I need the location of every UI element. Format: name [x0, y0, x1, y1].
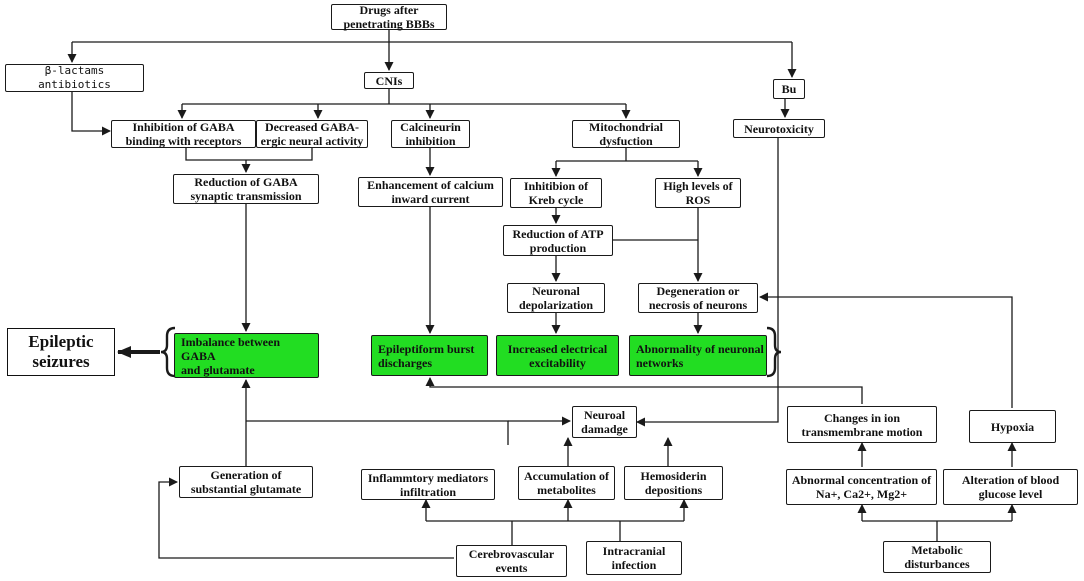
- atp-node: Reduction of ATP production: [503, 225, 613, 256]
- calcium-node: Enhancement of calcium inward current: [358, 177, 503, 207]
- intracranial-node: Intracranial infection: [586, 541, 682, 575]
- neuroal-damage-node: Neuroal damadge: [572, 406, 637, 438]
- metabolic-node: Metabolic disturbances: [883, 541, 991, 573]
- glucose-node: Alteration of blood glucose level: [943, 469, 1078, 505]
- ion-concentration-node: Abnormal concentration of Na+, Ca2+, Mg2…: [786, 469, 937, 505]
- imbalance-node: Imbalance between GABA and glutamate: [174, 333, 319, 378]
- burst-node: Epileptiform burst discharges: [371, 335, 488, 376]
- ros-node: High levels of ROS: [655, 178, 741, 208]
- inflammatory-node: Inflammtory mediators infiltration: [361, 469, 495, 500]
- hemosiderin-node: Hemosiderin depositions: [624, 466, 723, 500]
- gaba-reduction-node: Reduction of GABA synaptic transmission: [173, 174, 319, 204]
- gaba-binding-node: Inhibition of GABA binding with receptor…: [111, 120, 256, 148]
- beta-lactams-node: β-lactams antibiotics: [5, 64, 144, 92]
- kreb-node: Inhitibion of Kreb cycle: [510, 178, 602, 208]
- degeneration-node: Degeneration or necrosis of neurons: [638, 283, 758, 313]
- bu-node: Bu: [773, 79, 805, 99]
- depolarization-node: Neuronal depolarization: [507, 283, 605, 313]
- cerebrovascular-node: Cerebrovascular events: [456, 545, 567, 577]
- metabolites-node: Accumulation of metabolites: [518, 466, 615, 500]
- ion-motion-node: Changes in ion transmembrane motion: [787, 406, 937, 443]
- calcineurin-node: Calcineurin inhibition: [391, 120, 470, 148]
- glutamate-node: Generation of substantial glutamate: [179, 466, 313, 498]
- epileptic-seizures-node: Epileptic seizures: [7, 328, 115, 376]
- neurotoxicity-node: Neurotoxicity: [733, 119, 825, 138]
- gaba-ergic-node: Decreased GABA- ergic neural activity: [256, 120, 368, 148]
- mitochondrial-node: Mitochondrial dysfuction: [572, 120, 680, 148]
- excitability-node: Increased electrical excitability: [496, 335, 619, 376]
- hypoxia-node: Hypoxia: [969, 410, 1056, 443]
- drugs-node: Drugs after penetrating BBBs: [331, 3, 447, 31]
- cnis-node: CNIs: [364, 72, 414, 89]
- network-node: Abnormality of neuronal networks: [629, 335, 767, 376]
